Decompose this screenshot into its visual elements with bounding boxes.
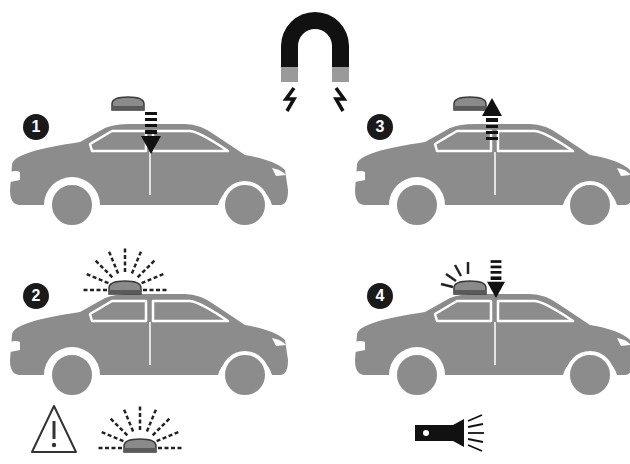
car-step-3 xyxy=(355,97,630,227)
car-step-1 xyxy=(10,97,288,227)
warning-symbol xyxy=(32,406,76,452)
flashlight-symbol xyxy=(415,415,484,451)
magnet-symbol xyxy=(281,12,349,111)
callout-number: 3 xyxy=(367,114,393,140)
car-step-2 xyxy=(10,248,288,397)
car-step-4 xyxy=(355,260,630,397)
callout-number: 1 xyxy=(23,114,49,140)
callout-number: 2 xyxy=(23,283,49,309)
callout-number: 4 xyxy=(367,283,393,309)
flashing-beacon-symbol xyxy=(98,406,182,452)
